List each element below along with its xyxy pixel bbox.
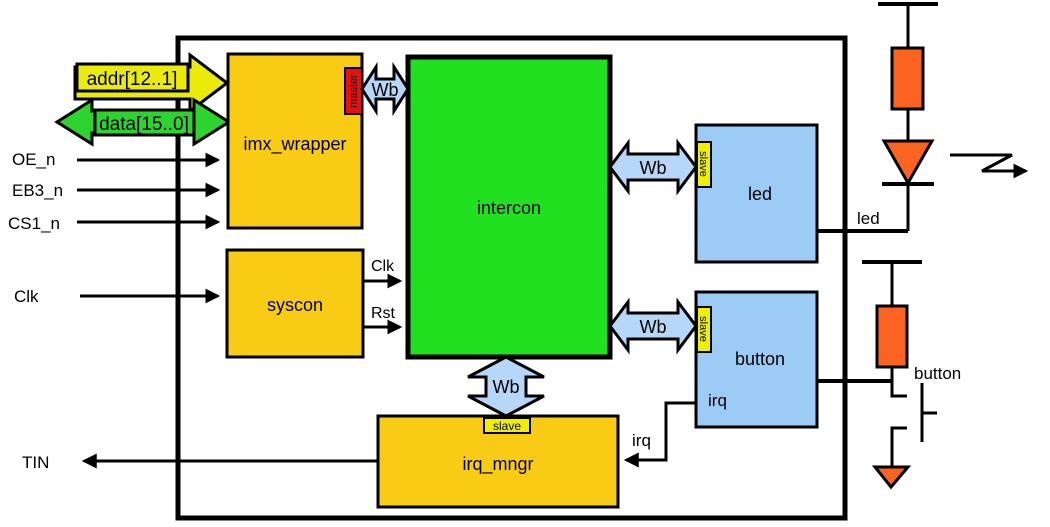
wb-bus-label-imx: Wb [372, 80, 399, 100]
eb3-signal-label: EB3_n [12, 181, 63, 200]
block-syscon [225, 248, 365, 359]
rst-internal-label: Rst [371, 305, 396, 322]
block-led [694, 123, 819, 264]
data-bus-label-box [93, 108, 196, 137]
wb-bus-arrow-irq-mngr [467, 355, 545, 418]
addr-bus-label-box [75, 62, 190, 93]
block-imx-wrapper [226, 52, 364, 230]
block-button [694, 290, 819, 429]
block-imx-wrapper-label: imx_wrapper [243, 134, 346, 155]
led-resistor [890, 46, 925, 111]
data-bus-label: data[15..0] [99, 114, 189, 135]
block-button-label: button [735, 349, 785, 369]
ground-symbol [871, 465, 912, 490]
tin-output-label: TIN [22, 453, 49, 472]
irq-wire-label: irq [632, 431, 651, 450]
button-irq-port-label: irq [708, 391, 727, 410]
master-tag-label: master [348, 74, 360, 108]
switch-lower-contact [890, 426, 907, 467]
led-light-emission-arrow [950, 153, 1029, 179]
led-diode [881, 139, 935, 187]
block-led-label: led [748, 184, 772, 204]
button-slave-tag-label: slave [697, 316, 709, 342]
switch-upper-contact [890, 367, 907, 398]
button-slave-tag [696, 306, 712, 353]
irq-wire [623, 401, 696, 468]
block-intercon [405, 54, 613, 360]
addr-bus-label: addr[12..1] [87, 69, 178, 90]
wb-bus-label-led: Wb [640, 158, 667, 178]
irq-mngr-slave-tag-label: slave [493, 419, 521, 433]
block-irq-mngr-label: irq_mngr [462, 454, 533, 475]
clk-internal-label: Clk [371, 258, 395, 275]
block-intercon-label: intercon [477, 198, 541, 218]
button-resistor [875, 304, 909, 369]
button-wire-label: button [914, 364, 961, 383]
wb-bus-arrow-button [608, 297, 698, 355]
led-wire-label: led [857, 209, 880, 228]
oe-signal-label: OE_n [12, 150, 55, 169]
cs1-signal-label: CS1_n [8, 214, 60, 233]
wb-bus-label-button: Wb [640, 317, 667, 337]
irq-mngr-slave-tag [483, 417, 531, 434]
block-syscon-label: syscon [267, 295, 323, 315]
led-slave-tag [696, 141, 712, 188]
clk-input-label: Clk [14, 287, 39, 306]
led-slave-tag-label: slave [697, 151, 709, 177]
wb-bus-arrow-led [608, 138, 698, 196]
wb-bus-arrow-imx [360, 61, 410, 117]
wb-bus-label-irq-mngr: Wb [493, 377, 520, 397]
